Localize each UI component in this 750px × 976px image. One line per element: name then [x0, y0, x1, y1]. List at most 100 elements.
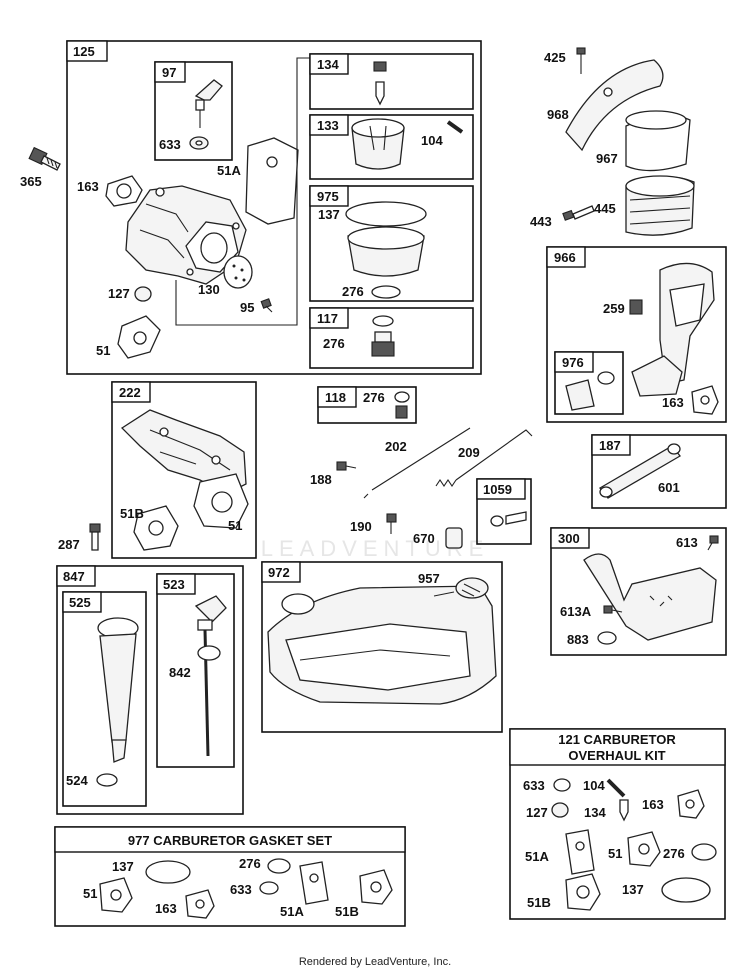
plug-127-part	[134, 286, 152, 302]
group-300-tag	[550, 527, 590, 549]
gasket-163-part	[105, 175, 143, 207]
group-525-tag	[62, 591, 102, 613]
group-300-frame	[550, 527, 727, 656]
cap-957-part	[433, 577, 489, 599]
gasket-51-part	[117, 315, 161, 359]
group-1059-tag	[476, 478, 526, 500]
fuel-tank-part	[267, 585, 497, 705]
group-133-frame	[309, 114, 474, 180]
set-label-51a: 51A	[280, 904, 304, 919]
kit-plug-127-part	[551, 802, 569, 818]
oring-842-part	[197, 645, 221, 661]
set-washer-633-part	[259, 881, 279, 895]
governor-bracket-part	[120, 409, 247, 495]
screw-95-part	[260, 298, 273, 313]
pin-104-part	[446, 120, 464, 134]
group-523-label: 523	[163, 577, 185, 592]
bolt-365-part	[28, 146, 61, 171]
label-967: 967	[596, 151, 618, 166]
bushing-670-part	[445, 527, 463, 549]
group-134-frame	[309, 53, 474, 110]
label-51a: 51A	[217, 163, 241, 178]
set-label-163: 163	[155, 901, 177, 916]
screw-613a-part	[603, 605, 623, 614]
group-97-tag	[154, 61, 186, 83]
label-188: 188	[310, 472, 332, 487]
bracket-line	[175, 57, 310, 326]
screw-190-part	[386, 513, 397, 534]
label-425: 425	[544, 50, 566, 65]
group-133-label: 133	[317, 118, 339, 133]
carburetor-body-part	[125, 185, 247, 285]
group-525-frame	[62, 591, 147, 807]
set-label-51b: 51B	[335, 904, 359, 919]
kit-label-163: 163	[642, 797, 664, 812]
label-95: 95	[240, 300, 254, 315]
kit-label-127: 127	[526, 805, 548, 820]
group-117-tag	[309, 307, 349, 329]
gasket-51b-part	[133, 505, 179, 551]
label-968: 968	[547, 107, 569, 122]
group-975-tag	[309, 185, 349, 207]
kit-washer-276-part	[691, 843, 717, 861]
gasket-883-part	[597, 631, 617, 645]
breather-976-part	[565, 371, 615, 411]
dipstick-523-part	[194, 595, 227, 757]
label-842: 842	[169, 665, 191, 680]
kit-gasket-51b-part	[565, 873, 601, 911]
group-976-label: 976	[562, 355, 584, 370]
label-276b: 276	[323, 336, 345, 351]
spring-209-part	[435, 429, 533, 487]
group-118-tag	[317, 386, 357, 408]
kit-label-633: 633	[523, 778, 545, 793]
screw-118-part	[395, 405, 408, 419]
group-1059-label: 1059	[483, 482, 512, 497]
kit-121-title-line1: 121 CARBURETOR	[558, 732, 676, 747]
group-134-tag	[309, 53, 349, 75]
label-365: 365	[20, 174, 42, 189]
kit-gasket-163-part	[677, 789, 705, 819]
prefilter-967-part	[625, 110, 691, 172]
label-163: 163	[77, 179, 99, 194]
label-276a: 276	[342, 284, 364, 299]
cover-968-part	[565, 59, 664, 152]
label-104: 104	[421, 133, 443, 148]
label-127: 127	[108, 286, 130, 301]
group-134-label: 134	[317, 57, 339, 72]
label-130: 130	[198, 282, 220, 297]
group-97-label: 97	[162, 65, 176, 80]
set-gasket-137-part	[145, 860, 191, 884]
label-443: 443	[530, 214, 552, 229]
gasket-51c-part	[193, 473, 249, 529]
kit-121-title-line2: OVERHAUL KIT	[568, 748, 665, 763]
group-117-frame	[309, 307, 474, 369]
set-977-title: 977 CARBURETOR GASKET SET	[128, 833, 332, 848]
screw-188-part	[336, 461, 357, 471]
group-187-frame	[591, 434, 727, 509]
set-gasket-163-part	[185, 889, 215, 919]
kit-pin-104-part	[606, 778, 626, 798]
link-202-part	[363, 427, 471, 499]
label-670: 670	[413, 531, 435, 546]
needle-134-part	[373, 61, 387, 106]
bowl-nut-part	[371, 331, 395, 357]
washer-276c-part	[394, 391, 410, 403]
kit-label-51b: 51B	[527, 895, 551, 910]
group-125-frame	[66, 40, 482, 375]
kit-gasket-51-part	[627, 831, 661, 867]
kit-label-134: 134	[584, 805, 606, 820]
kit-label-51: 51	[608, 846, 622, 861]
group-975-label: 975	[317, 189, 339, 204]
kit-insulator-51a-part	[565, 829, 595, 875]
set-gasket-51-part	[99, 877, 133, 913]
kit-label-137: 137	[622, 882, 644, 897]
bolt-287-part	[89, 523, 101, 551]
group-222-frame	[111, 381, 257, 559]
float-133-part	[351, 118, 405, 170]
set-label-51: 51	[83, 886, 97, 901]
gasket-163b-part	[691, 385, 719, 415]
group-222-label: 222	[119, 385, 141, 400]
label-51b: 51B	[120, 506, 144, 521]
group-187-label: 187	[599, 438, 621, 453]
label-209: 209	[458, 445, 480, 460]
